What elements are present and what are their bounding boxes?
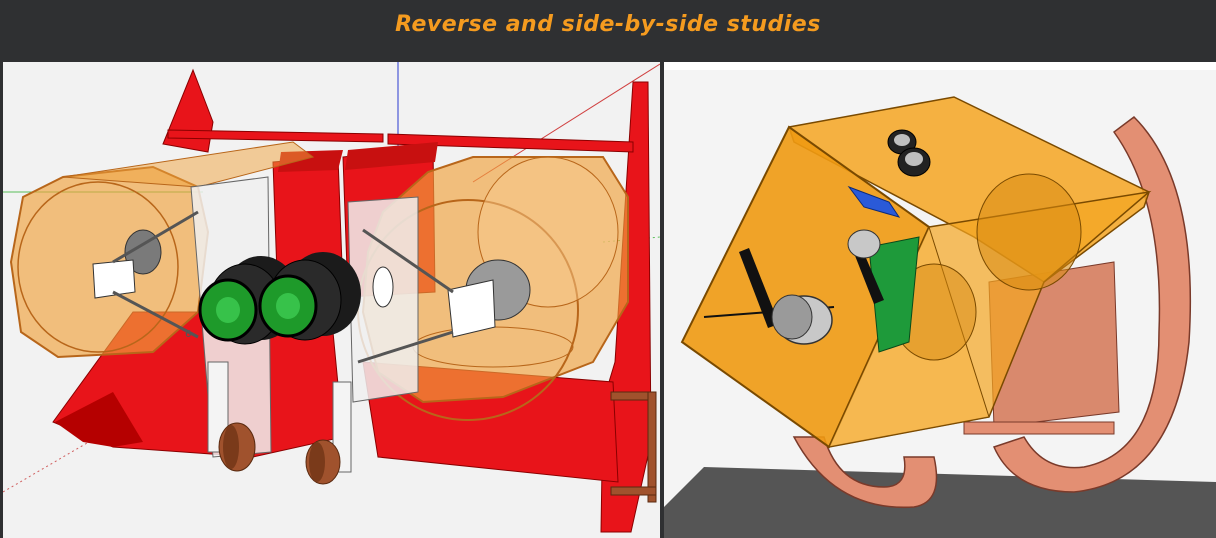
hub-right-center	[276, 293, 300, 319]
handle-upright	[647, 391, 657, 503]
rocker-right	[992, 116, 1192, 493]
caster-left-side	[223, 425, 239, 469]
left-base-shadow	[55, 392, 143, 447]
side-by-side-model: 6	[3, 62, 660, 533]
top-roller-1-face	[894, 134, 910, 146]
top-rail-right	[387, 133, 634, 153]
right-belt	[362, 228, 454, 294]
handle-bottom	[610, 486, 657, 496]
rocker-left	[792, 436, 938, 509]
right-arm	[852, 244, 884, 304]
reverse-study-view	[664, 62, 1216, 538]
side-by-side-study-view: 6	[3, 62, 660, 538]
tower-top-right	[345, 142, 438, 170]
top-rail-left	[167, 129, 384, 143]
left-drum-ring	[17, 181, 179, 353]
left-leg	[207, 361, 229, 453]
rear-drum-ring	[976, 173, 1082, 291]
left-fin	[162, 68, 214, 153]
top-roller-2-face	[905, 152, 923, 166]
small-motor	[847, 229, 881, 259]
caster-right-side	[309, 442, 325, 482]
left-belt	[112, 290, 199, 339]
hub-left-center	[216, 297, 240, 323]
left-motor-disc	[124, 229, 162, 275]
main-motor-face	[771, 294, 813, 340]
right-motor-block	[447, 279, 496, 338]
dimension-label: 6	[185, 329, 191, 340]
left-drum-top	[62, 141, 315, 188]
right-belt-bottom	[357, 330, 454, 364]
left-motor-block	[92, 259, 136, 299]
reverse-model	[664, 62, 1216, 538]
ground-shadow	[664, 467, 1216, 538]
blue-coupler	[847, 185, 901, 218]
left-arm	[739, 248, 779, 328]
panel-divider	[660, 62, 664, 538]
base-bar	[963, 421, 1115, 435]
right-pulley	[372, 266, 394, 308]
title-bar: Reverse and side-by-side studies	[0, 0, 1216, 62]
green-bracket	[868, 236, 920, 353]
page-title: Reverse and side-by-side studies	[395, 12, 821, 37]
top-strip	[664, 62, 1216, 70]
wheel-right	[258, 252, 361, 341]
left-belt-top	[112, 210, 199, 264]
